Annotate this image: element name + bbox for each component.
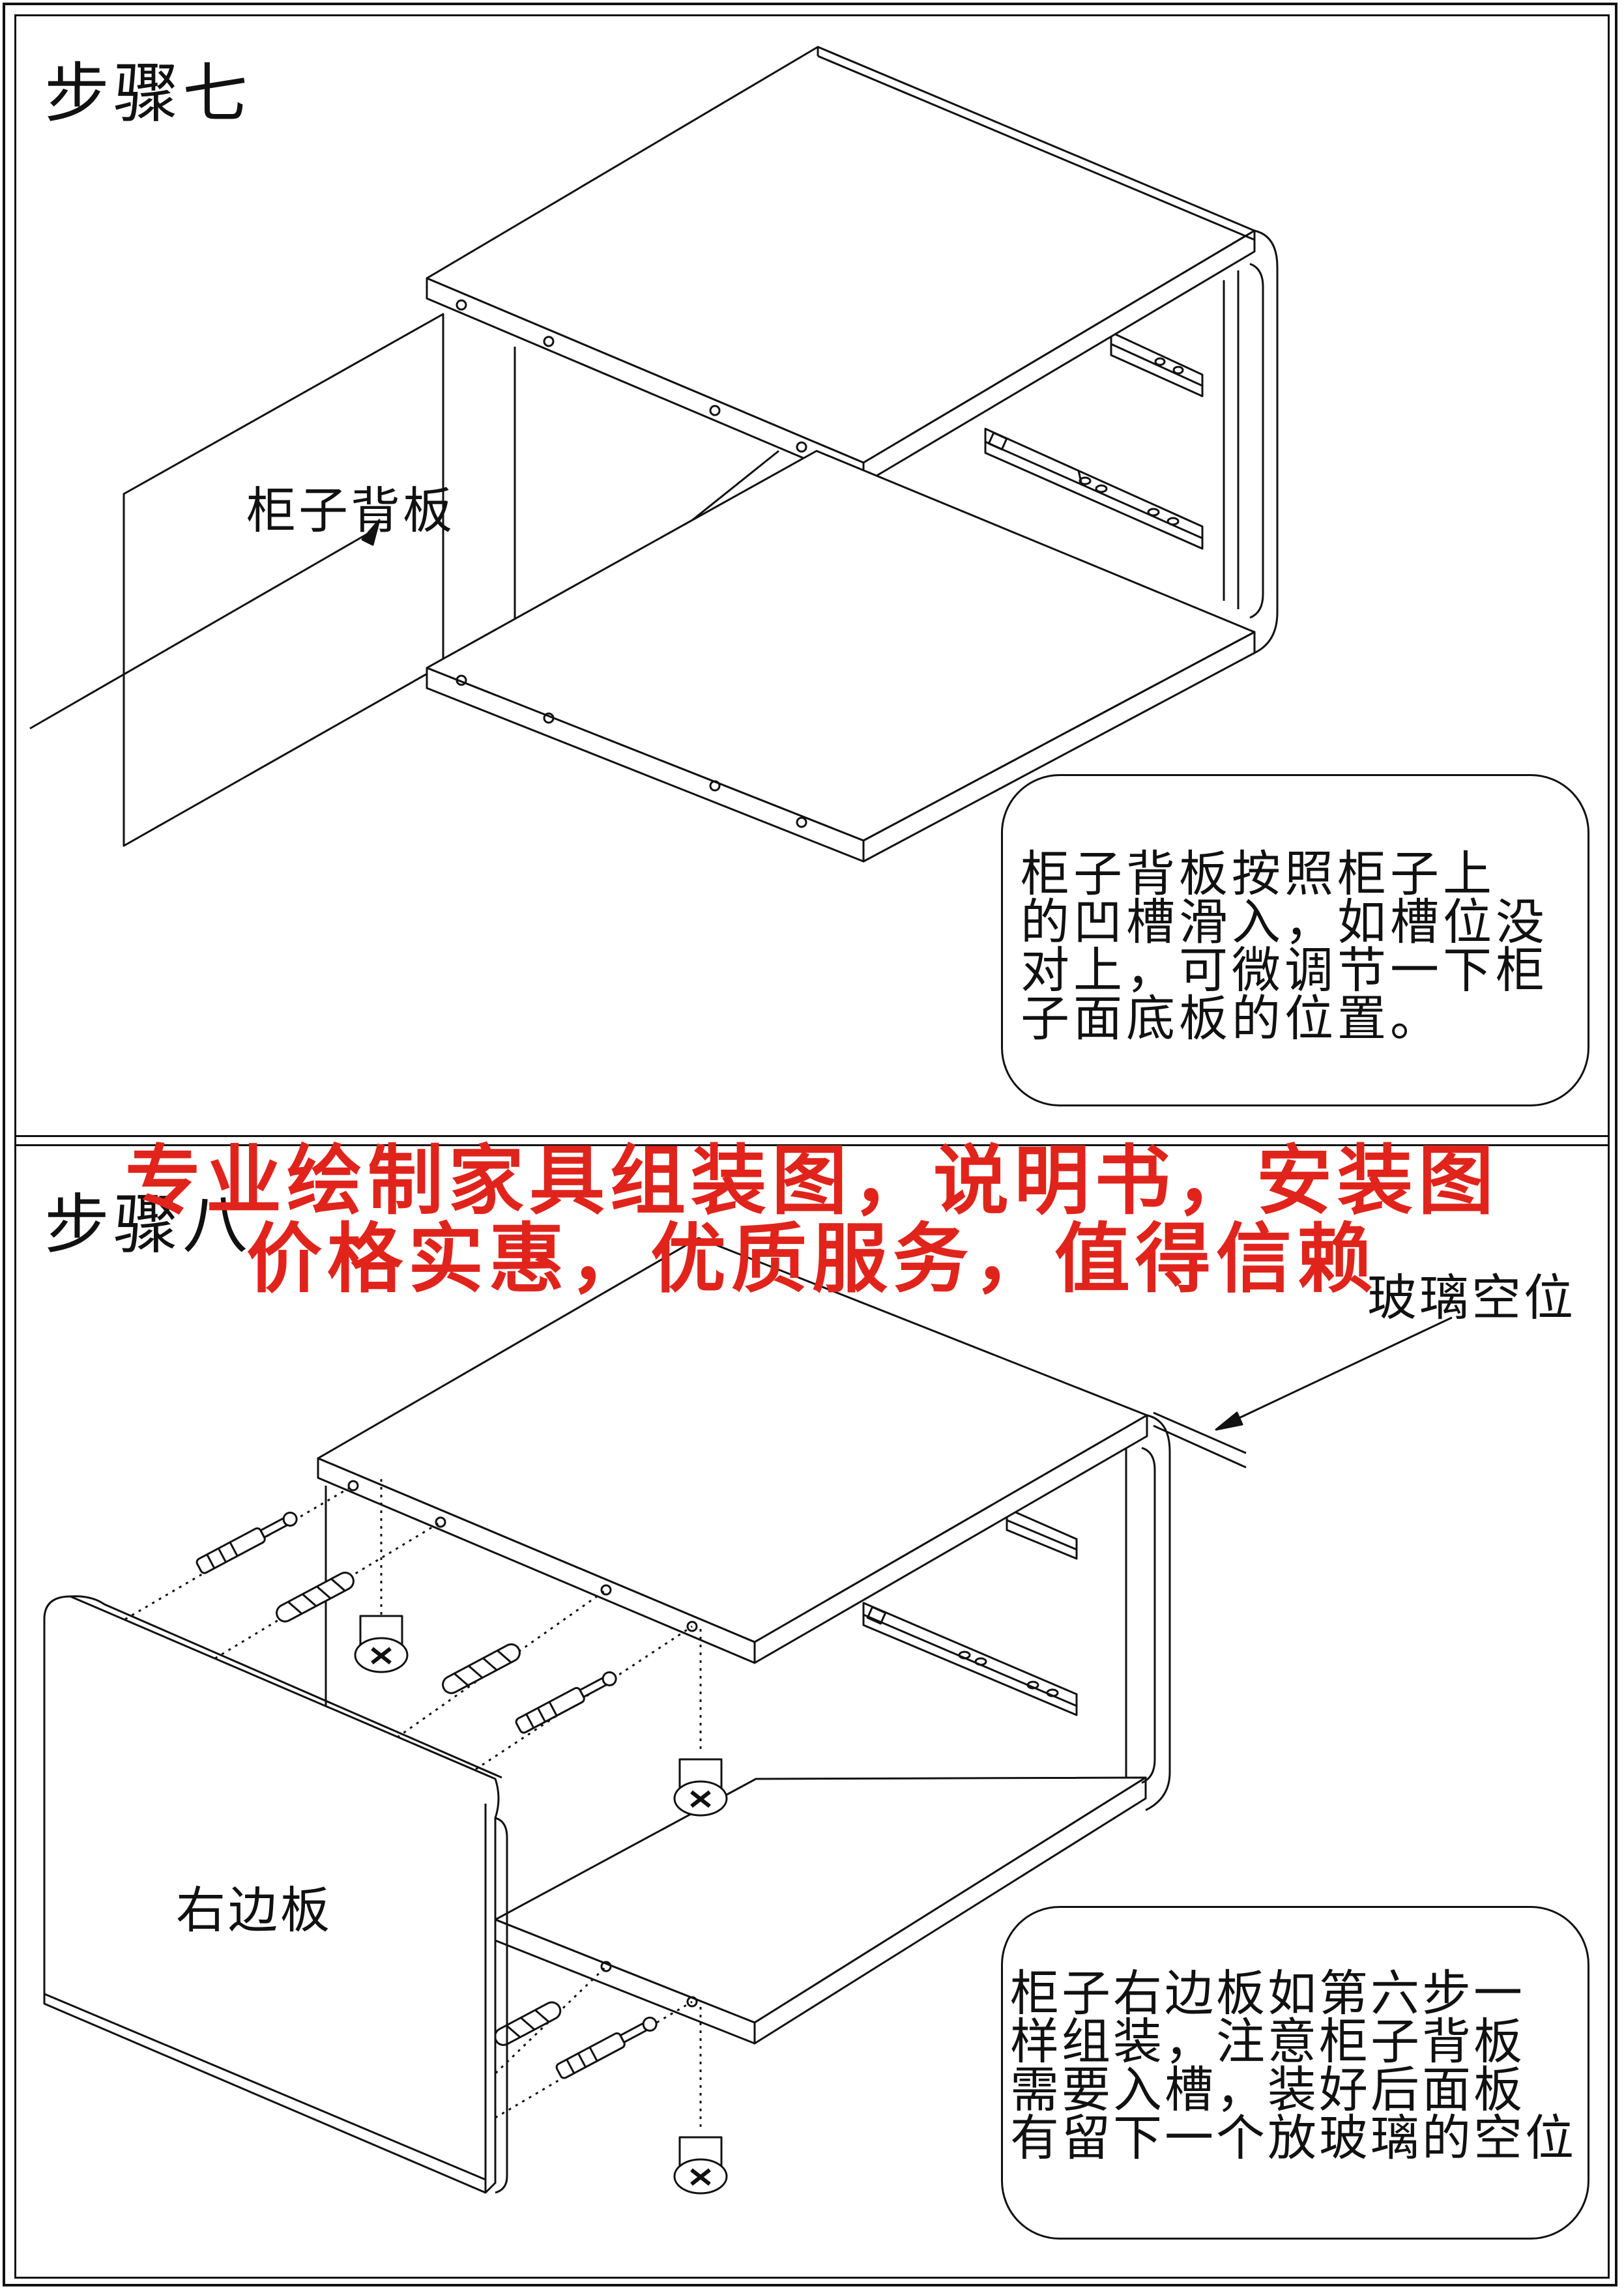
- step7-note: 柜子背板按照柜子上 的凹槽滑入，如槽位没 对上，可微调节一下柜 子面底板的位置。: [1021, 850, 1548, 1043]
- note-line: 需要入槽，装好后面板: [1010, 2061, 1526, 2118]
- step8-note: 柜子右边板如第六步一 样组装，注意柜子背板 需要入槽，装好后面板 有留下一个放玻…: [1010, 1965, 1577, 2167]
- outer-frame: [3, 3, 1617, 2286]
- step7-note-box: [1001, 774, 1589, 1106]
- right-side-board: [43, 1595, 508, 2194]
- drawer-slide-upper: [1110, 331, 1204, 397]
- drawer-slide-lower: [984, 427, 1204, 550]
- watermark-line-2: 价格实惠，优质服务，值得信赖: [246, 1215, 1378, 1303]
- note-line: 对上，可微调节一下柜: [1021, 942, 1549, 999]
- note-line: 有留下一个放玻璃的空位: [1010, 2109, 1577, 2167]
- back-panel-label: 柜子背板: [246, 482, 455, 540]
- top-panel: [317, 1237, 1148, 1664]
- right-panel-label: 右边板: [176, 1881, 332, 1939]
- wooden-dowel-icon: [442, 1643, 521, 1694]
- cam-lock-icon: [673, 1758, 728, 1817]
- arrow-head-icon: [1215, 1411, 1243, 1431]
- note-line: 柜子右边板如第六步一: [1010, 1965, 1526, 2022]
- cam-bolt-icon: [515, 1671, 617, 1734]
- note-line: 的凹槽滑入，如槽位没: [1021, 893, 1549, 951]
- drawer-slide-lower: [862, 1602, 1078, 1716]
- cam-lock-icon: [354, 1615, 409, 1673]
- step7-title: 步骤七: [44, 55, 252, 132]
- note-line: 柜子背板按照柜子上: [1021, 845, 1496, 902]
- step-divider-top: [14, 1135, 1610, 1137]
- wooden-dowel-icon: [276, 1572, 355, 1622]
- drawer-slide-upper: [1006, 1507, 1078, 1560]
- bottom-panel: [426, 450, 1256, 863]
- left-side-panel-profile: [1237, 229, 1279, 654]
- left-side-panel-profile: [1141, 1414, 1171, 1811]
- cam-bolt-icon: [555, 2016, 658, 2079]
- inner-frame: [14, 14, 1610, 2279]
- top-panel: [426, 46, 1256, 485]
- note-line: 样组装，注意柜子背板: [1010, 2013, 1526, 2070]
- step8-note-box: [1001, 1906, 1589, 2240]
- step-divider-bottom: [14, 1144, 1610, 1146]
- glass-gap-label: 玻璃空位: [1367, 1269, 1576, 1327]
- watermark-line-1: 专业绘制家具组装图，说明书，安装图: [125, 1137, 1499, 1225]
- note-line: 子面底板的位置。: [1021, 990, 1443, 1047]
- wooden-dowel-icon: [494, 2001, 562, 2046]
- bottom-panel: [494, 1776, 1147, 2045]
- cam-lock-icon: [673, 2136, 728, 2195]
- cam-bolt-icon: [196, 1511, 298, 1574]
- step8-title: 步骤八: [44, 1187, 252, 1263]
- arrow-head-icon: [361, 519, 381, 546]
